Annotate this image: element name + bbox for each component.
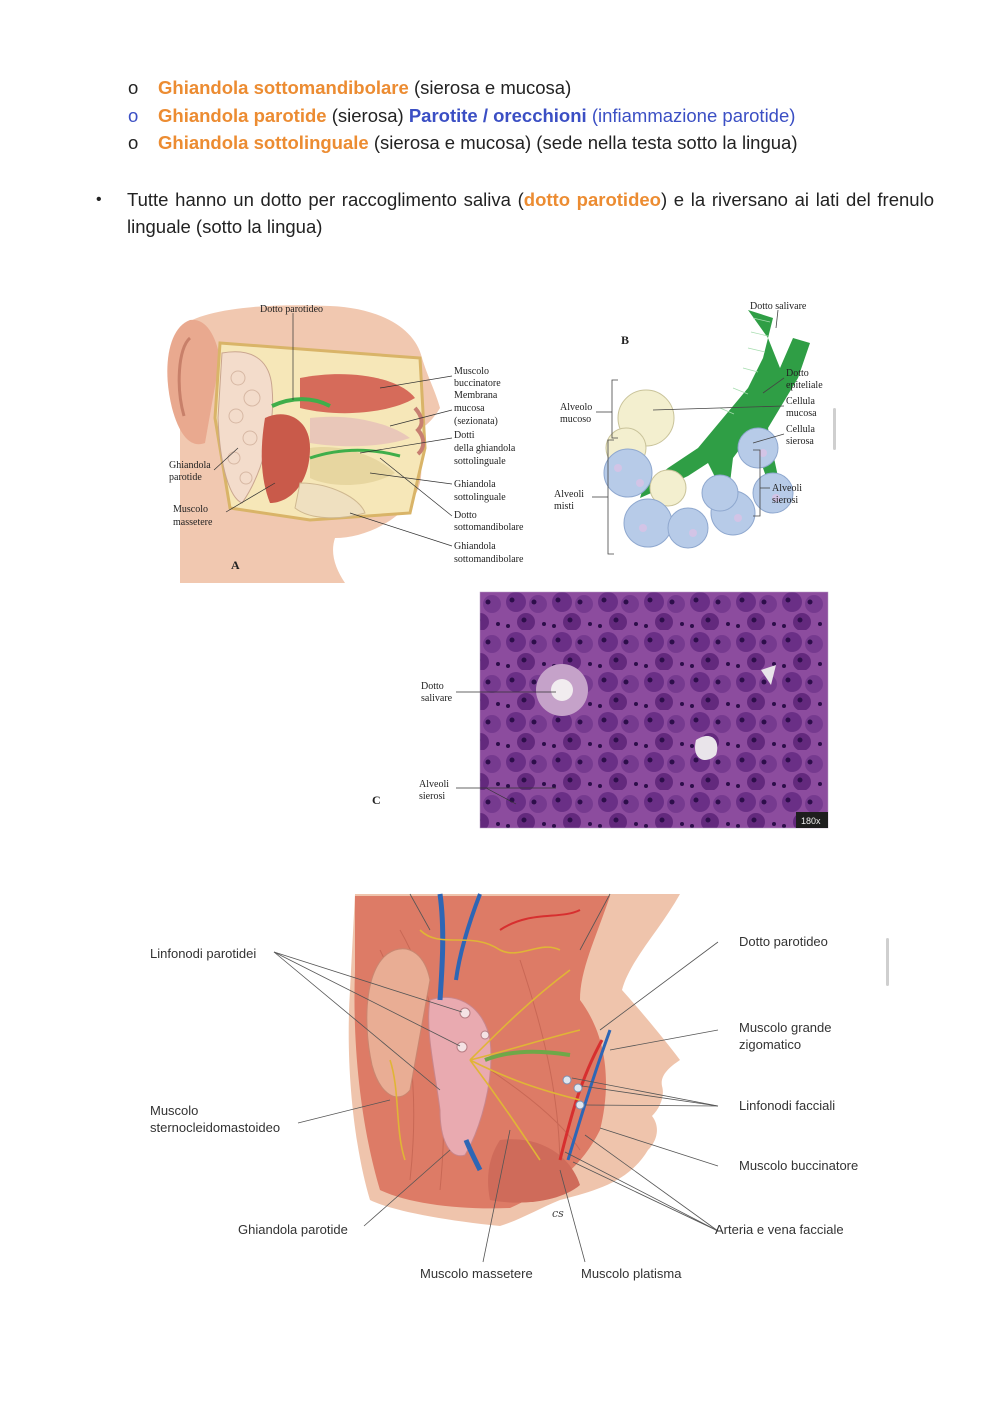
label-dotto-parotideo: Dotto parotideo <box>739 934 828 949</box>
illustrator-signature: cs <box>552 1207 564 1220</box>
label-muscolo-buccinatore: Muscolo buccinatore <box>739 1158 858 1173</box>
svg-text:Alveoli: Alveoli <box>419 779 449 790</box>
figure-letter-b: B <box>621 333 629 347</box>
svg-text:della ghiandola: della ghiandola <box>454 443 516 454</box>
parotid-duct <box>484 1049 571 1062</box>
svg-text:Dotto: Dotto <box>454 510 477 521</box>
figure-letter-c: C <box>372 793 381 807</box>
svg-text:(sezionata): (sezionata) <box>454 416 498 427</box>
svg-text:sternocleidomastoideo: sternocleidomastoideo <box>150 1120 280 1135</box>
svg-text:Ghiandola: Ghiandola <box>169 460 211 471</box>
item-heading: Ghiandola parotide <box>158 104 327 126</box>
svg-text:massetere: massetere <box>173 517 213 528</box>
label-dotto-parotideo: Dotto parotideo <box>260 304 323 315</box>
sub-list: o Ghiandola sottomandibolare (sierosa e … <box>128 74 908 157</box>
svg-text:epiteliale: epiteliale <box>786 380 823 391</box>
item-text: (sierosa e mucosa) <box>408 77 572 98</box>
temporal-vein <box>437 893 446 1001</box>
svg-text:Muscolo: Muscolo <box>454 366 489 377</box>
svg-text:mucoso: mucoso <box>560 414 591 425</box>
item-text: (sierosa) <box>326 104 409 126</box>
svg-text:parotide: parotide <box>169 472 202 483</box>
label-muscolo-massetere: Muscolo massetere <box>420 1266 533 1281</box>
submandibular-gland <box>294 482 366 519</box>
svg-text:Dotto: Dotto <box>786 368 809 379</box>
magnification-label: 180x <box>801 816 821 826</box>
svg-text:Dotto: Dotto <box>421 681 444 692</box>
item-note: (infiammazione parotide) <box>586 104 796 126</box>
svg-text:sierosi: sierosi <box>772 495 798 506</box>
parotid-gland <box>428 996 492 1157</box>
sub-list-item: o Ghiandola sottolinguale (sierosa e muc… <box>128 129 908 157</box>
label-arteria-vena-facciale: Arteria e vena facciale <box>715 1222 844 1237</box>
svg-text:mucosa: mucosa <box>786 408 817 419</box>
ear <box>366 948 431 1098</box>
svg-text:Ghiandola: Ghiandola <box>454 479 496 490</box>
svg-text:mucosa: mucosa <box>454 403 485 414</box>
figure-a-salivary-glands: Dotto parotideo Muscolo buccinatore Memb… <box>167 304 524 583</box>
masseter-muscle <box>488 1139 580 1203</box>
list-marker: o <box>128 104 139 126</box>
scroll-mark <box>886 938 889 986</box>
svg-text:sierosa: sierosa <box>786 436 814 447</box>
bullet-item: • Tutte hanno un dotto per raccoglimento… <box>96 186 934 240</box>
svg-text:salivare: salivare <box>421 693 453 704</box>
facial-lymph-node <box>562 1075 572 1085</box>
bullet-highlight: dotto parotideo <box>523 189 661 210</box>
figure-letter-a: A <box>231 558 240 572</box>
sub-list-item: o Ghiandola parotide (sierosa) Parotite … <box>128 102 908 130</box>
label-linfonodi-parotidei: Linfonodi parotidei <box>150 946 256 961</box>
list-marker: o <box>128 132 139 153</box>
svg-text:Muscolo grande: Muscolo grande <box>739 1020 832 1035</box>
svg-text:Dotti: Dotti <box>454 430 475 441</box>
label-muscolo-platisma: Muscolo platisma <box>581 1266 682 1281</box>
svg-text:sierosi: sierosi <box>419 791 445 802</box>
svg-text:Ghiandola: Ghiandola <box>454 541 496 552</box>
svg-text:Alveoli: Alveoli <box>772 483 802 494</box>
submandibular-duct <box>309 448 401 460</box>
svg-text:Membrana: Membrana <box>454 390 498 401</box>
svg-text:sottolinguale: sottolinguale <box>454 456 506 467</box>
svg-text:sottomandibolare: sottomandibolare <box>454 554 524 565</box>
svg-text:Alveoli: Alveoli <box>554 489 584 500</box>
list-marker: o <box>128 77 139 98</box>
parotid-lymph-node <box>459 1007 471 1019</box>
facial-artery <box>558 1039 604 1161</box>
svg-text:Cellula: Cellula <box>786 424 815 435</box>
item-highlight: Parotite / orecchioni <box>408 104 587 126</box>
bullet-text: Tutte hanno un dotto per raccoglimento s… <box>127 189 934 237</box>
svg-text:sottomandibolare: sottomandibolare <box>454 522 524 533</box>
svg-text:Cellula: Cellula <box>786 396 815 407</box>
svg-text:Muscolo: Muscolo <box>150 1103 198 1118</box>
item-heading: Ghiandola sottolinguale <box>158 132 369 153</box>
item-text: (sierosa e mucosa) (sede nella testa sot… <box>368 132 798 153</box>
serous-alveolus <box>603 448 653 498</box>
svg-text:zigomatico: zigomatico <box>739 1037 801 1052</box>
facial-vein <box>566 1029 612 1161</box>
parotid-duct <box>271 397 331 408</box>
label-dotto-salivare: Dotto salivare <box>750 301 807 312</box>
figure-d-face-anatomy: Linfonodi parotidei Dotto parotideo Musc… <box>150 893 858 1281</box>
figure-c-histology: 180x Dotto salivare Alveoli sierosi C <box>372 591 829 829</box>
figure-b-alveoli: Dotto salivare Dotto epiteliale Cellula … <box>554 301 823 555</box>
scroll-mark <box>833 408 836 450</box>
sub-list-item: o Ghiandola sottomandibolare (sierosa e … <box>128 74 908 102</box>
histology-image <box>480 592 828 828</box>
masseter-muscle <box>261 414 310 503</box>
sublingual-gland <box>310 447 395 485</box>
bullet-marker: • <box>96 191 102 208</box>
item-heading: Ghiandola sottomandibolare <box>158 77 409 98</box>
svg-text:Alveolo: Alveolo <box>560 402 592 413</box>
label-ghiandola-parotide: Ghiandola parotide <box>238 1222 348 1237</box>
svg-text:sottolinguale: sottolinguale <box>454 492 506 503</box>
label-linfonodi-facciali: Linfonodi facciali <box>739 1098 835 1113</box>
svg-text:buccinatore: buccinatore <box>454 378 501 389</box>
svg-text:misti: misti <box>554 501 574 512</box>
svg-text:Muscolo: Muscolo <box>173 504 208 515</box>
ear <box>167 319 220 445</box>
